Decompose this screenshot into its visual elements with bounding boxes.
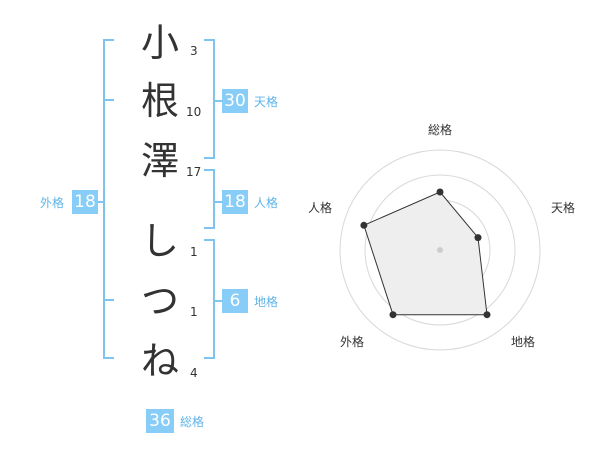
soukaku-badge: 36 (146, 409, 174, 433)
jinkaku-label: 人格 (254, 196, 279, 210)
name-char: 根 (140, 79, 179, 123)
chikaku-badge: 6 (222, 289, 248, 313)
stroke-count: 4 (190, 366, 198, 380)
gaikaku-label: 外格 (40, 196, 65, 210)
gaikaku-bracket (103, 39, 114, 359)
stroke-count: 3 (190, 44, 198, 58)
tenkaku-label: 天格 (254, 95, 279, 109)
radar-axis-label: 外格 (340, 335, 365, 349)
radar-axis-label: 地格 (511, 335, 536, 349)
radar-point-0 (436, 188, 444, 196)
radar-center-dot (437, 247, 443, 253)
stroke-count: 10 (186, 105, 202, 119)
radar-point-3 (389, 311, 397, 319)
radar-axis-label: 総格 (428, 123, 453, 137)
name-char: つ (140, 279, 179, 323)
name-char: 澤 (140, 139, 179, 183)
chikaku-bracket (204, 239, 215, 359)
radar-point-4 (360, 221, 368, 229)
radar-axis-label: 天格 (551, 201, 576, 215)
tenkaku-bracket (204, 39, 215, 159)
jinkaku-bracket (204, 169, 215, 229)
radar-point-2 (483, 311, 491, 319)
stroke-count: 1 (190, 305, 198, 319)
radar-series-area (363, 191, 488, 316)
soukaku-label: 総格 (180, 415, 205, 429)
chikaku-label: 地格 (254, 295, 279, 309)
gaikaku-badge: 18 (72, 190, 98, 214)
name-char: し (140, 219, 179, 263)
name-char: 小 (140, 21, 179, 65)
radar-grid-ring (339, 149, 541, 351)
stroke-count: 1 (190, 245, 198, 259)
radar-axis-label: 人格 (308, 201, 333, 215)
stroke-count: 17 (186, 165, 202, 179)
name-char: ね (140, 339, 179, 383)
jinkaku-badge: 18 (222, 190, 248, 214)
tenkaku-badge: 30 (222, 89, 248, 113)
radar-point-1 (474, 234, 482, 242)
radar-chart (339, 149, 541, 351)
radar-grid-ring (364, 174, 516, 326)
radar-series-points (360, 188, 491, 319)
